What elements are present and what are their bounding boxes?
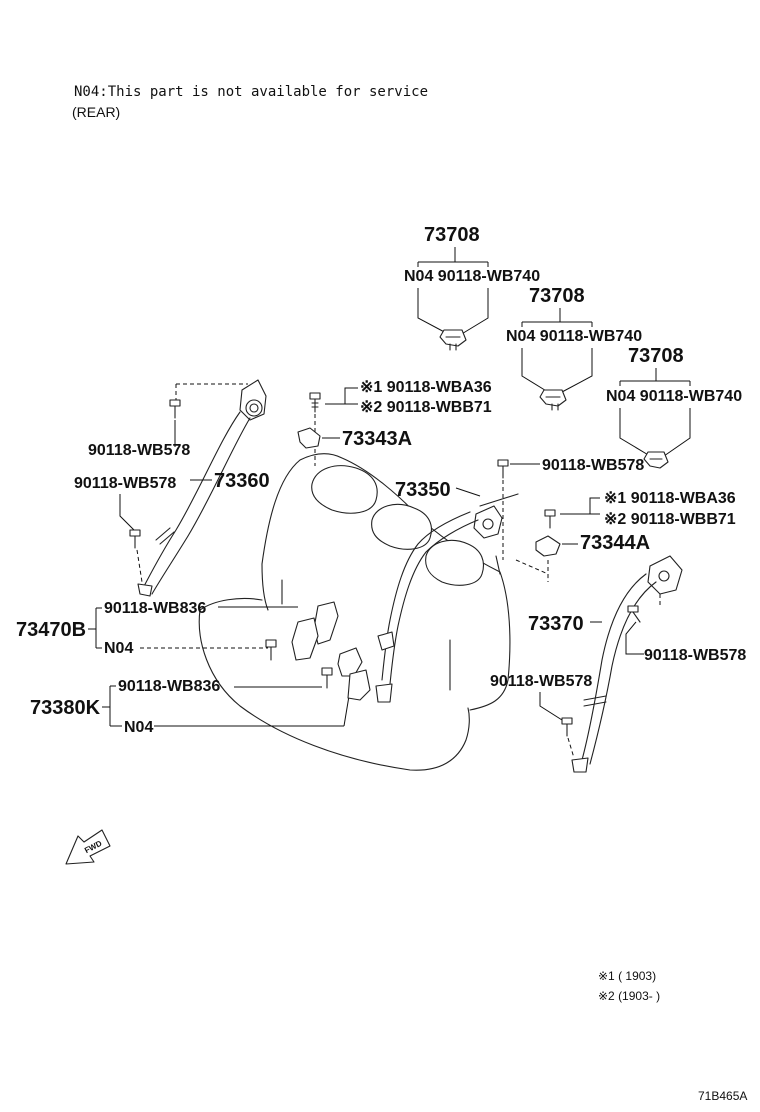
- belt-73350-part: [375, 493, 519, 703]
- bolt-left-lower-label[interactable]: 90118-WB578: [74, 475, 176, 492]
- bolt-right-center: [544, 509, 556, 529]
- buckle-73470b-group: 73470B 90118-WB836 N04: [16, 600, 339, 661]
- guide-73343a-label[interactable]: 73343A: [342, 428, 412, 450]
- legend-variant2: ※2 (1903- ): [598, 989, 660, 1003]
- bolt-variant2-label-b[interactable]: ※2 90118-WBB71: [604, 511, 736, 528]
- buckle-73470b-n04-label[interactable]: N04: [104, 640, 133, 657]
- belt-73350-label[interactable]: 73350: [395, 479, 451, 501]
- belt-73360-part: [137, 379, 267, 597]
- anchor-group-3: 73708 N04 90118-WB740: [606, 345, 742, 469]
- bolt-center-label[interactable]: 90118-WB578: [542, 457, 644, 474]
- bolt-variant1-label-a[interactable]: ※1 90118-WBA36: [360, 379, 492, 396]
- belt-73360-label[interactable]: 73360: [214, 470, 270, 492]
- anchor-bolt-2: [539, 389, 567, 411]
- belt-73370-label[interactable]: 73370: [528, 613, 584, 635]
- fwd-arrow-icon: FWD: [65, 829, 111, 865]
- buckle-73380k-bolt-label[interactable]: 90118-WB836: [118, 678, 220, 695]
- anchor-73708-label-2[interactable]: 73708: [529, 285, 585, 307]
- buckle-73380k-part: [321, 647, 371, 701]
- bolt-right-upper-label[interactable]: 90118-WB578: [644, 647, 746, 664]
- bolt-right-upper: [627, 605, 641, 623]
- guide-73344a-part: [535, 535, 561, 557]
- buckle-73380k-label[interactable]: 73380K: [30, 697, 101, 719]
- bolt-right-lower: [561, 717, 573, 737]
- guide-73344a-label[interactable]: 73344A: [580, 532, 650, 554]
- figure-code: 71B465A: [698, 1089, 747, 1103]
- legend-variant1: ※1 ( 1903): [598, 969, 656, 983]
- service-note: N04:This part is not available for servi…: [74, 84, 428, 100]
- buckle-73380k-group: 73380K 90118-WB836 N04: [30, 647, 371, 736]
- guide-73343a-part: [297, 427, 321, 449]
- anchor-group-2: 73708 N04 90118-WB740: [506, 285, 642, 411]
- buckle-73470b-part: [265, 601, 339, 661]
- bolt-90118-wb740-label-2[interactable]: N04 90118-WB740: [506, 328, 642, 345]
- bolt-right-lower-label[interactable]: 90118-WB578: [490, 673, 592, 690]
- anchor-73708-label-1[interactable]: 73708: [424, 224, 480, 246]
- bolt-90118-wb740-label-1[interactable]: N04 90118-WB740: [404, 268, 540, 285]
- bolt-left-upper-label[interactable]: 90118-WB578: [88, 442, 190, 459]
- bolt-variant1-label-b[interactable]: ※1 90118-WBA36: [604, 490, 736, 507]
- belt-73370-part: [571, 555, 683, 773]
- bolt-left-lower: [129, 529, 141, 549]
- rear-seat-part: [198, 453, 511, 771]
- anchor-73708-label-3[interactable]: 73708: [628, 345, 684, 367]
- buckle-73380k-n04-label[interactable]: N04: [124, 719, 153, 736]
- anchor-group-1: 73708 N04 90118-WB740: [404, 224, 540, 351]
- buckle-73470b-bolt-label[interactable]: 90118-WB836: [104, 600, 206, 617]
- position-note: (REAR): [72, 104, 120, 120]
- buckle-73470b-label[interactable]: 73470B: [16, 619, 86, 641]
- bolt-90118-wb740-label-3[interactable]: N04 90118-WB740: [606, 388, 742, 405]
- bolt-variant2-label-a[interactable]: ※2 90118-WBB71: [360, 399, 492, 416]
- bolt-left-upper: [169, 399, 181, 419]
- bolt-top-center: [309, 392, 321, 413]
- anchor-bolt-1: [439, 329, 467, 351]
- bolt-center-upper: [497, 459, 509, 479]
- anchor-bolt-3: [643, 451, 669, 469]
